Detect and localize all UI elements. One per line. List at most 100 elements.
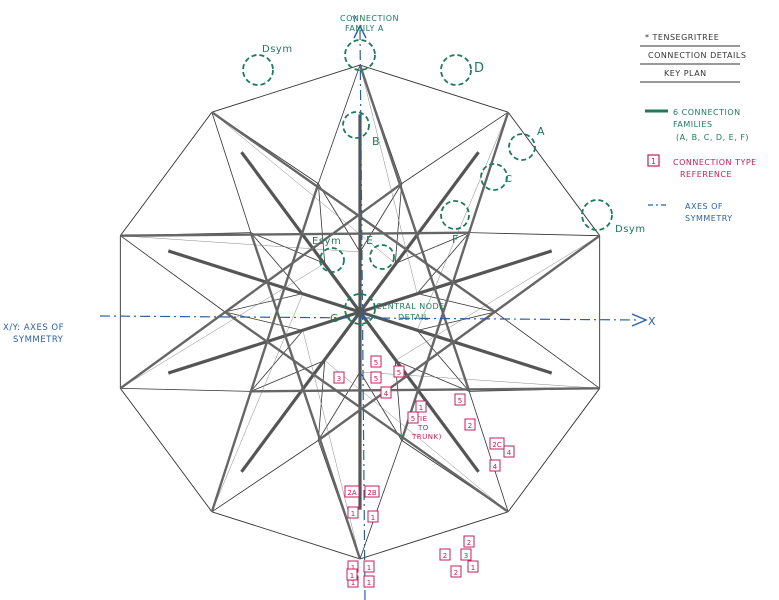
connection-type-tag: 1 xyxy=(351,510,355,518)
cable xyxy=(416,293,496,313)
cable xyxy=(250,330,304,392)
legend: 6 CONNECTION FAMILIES (A, B, C, D, E, F)… xyxy=(645,108,756,223)
perimeter-cable xyxy=(119,388,213,513)
connection-type-tag-box xyxy=(407,411,419,424)
legend-families-line2: FAMILIES xyxy=(673,120,713,129)
title-line2: CONNECTION DETAILS xyxy=(648,51,746,60)
connection-type-tag: 4 xyxy=(493,463,498,471)
legend-sym-line2: SYMMETRY xyxy=(685,214,733,223)
connection-type-tag-box xyxy=(415,400,427,413)
family-g-label: G xyxy=(330,312,339,325)
cable xyxy=(494,311,600,389)
family-d-circle xyxy=(440,54,472,86)
cable xyxy=(317,360,326,441)
connection-type-tag: 1 xyxy=(351,564,355,572)
connection-type-tag-box xyxy=(454,393,466,406)
compression-struts xyxy=(119,64,601,560)
strut xyxy=(167,249,361,314)
cable xyxy=(359,440,403,560)
connection-type-tag: 4 xyxy=(384,390,389,398)
family-dsym-right-label: Dsym xyxy=(615,224,646,235)
connection-type-tag: 2 xyxy=(443,552,447,560)
cable xyxy=(250,232,304,294)
cable xyxy=(394,183,403,264)
strut xyxy=(167,310,361,375)
x-axis-label: X xyxy=(648,315,656,328)
perimeter-cable xyxy=(507,388,601,513)
strut xyxy=(224,311,509,513)
perimeter-cable xyxy=(359,64,509,113)
axes-note-line2: SYMMETRY xyxy=(13,335,64,345)
light-cable xyxy=(211,112,396,264)
cable xyxy=(120,235,226,313)
strut xyxy=(359,249,553,314)
cable xyxy=(250,232,325,264)
family-esym-label: Esym xyxy=(312,236,341,247)
connection-type-tag: 2A xyxy=(347,489,356,497)
perimeter-cable xyxy=(211,511,361,560)
light-cable xyxy=(120,235,361,253)
connection-type-tag-box xyxy=(463,535,475,548)
connection-type-tag: 1 xyxy=(350,572,354,580)
central-node-label-line1: CENTRAL NODE xyxy=(376,302,445,311)
connection-type-tag-box xyxy=(467,560,479,573)
cable xyxy=(120,387,251,392)
light-cable xyxy=(211,293,304,512)
strut xyxy=(211,111,496,313)
family-c-circle xyxy=(480,163,508,191)
connection-type-tag: 5 xyxy=(374,359,378,367)
legend-families-line1: 6 CONNECTION xyxy=(673,108,741,117)
connection-type-tag-box xyxy=(367,510,379,523)
strut xyxy=(250,387,600,393)
family-e-label: E xyxy=(366,234,373,247)
cable xyxy=(395,360,470,392)
cable xyxy=(416,311,496,331)
light-cable xyxy=(120,263,325,389)
connection-type-tag: 1 xyxy=(351,579,355,587)
family-esym-circle xyxy=(319,247,345,273)
family-dsym-left-label: Dsym xyxy=(262,44,293,55)
family-e-circle xyxy=(369,244,395,270)
light-cable xyxy=(359,64,418,294)
connection-type-tag-box xyxy=(344,485,360,498)
family-a-right-label: A xyxy=(537,125,545,138)
cable xyxy=(317,64,361,184)
family-f-label: F xyxy=(452,233,459,246)
connection-type-tag: 5 xyxy=(397,369,401,377)
y-axis-line xyxy=(359,29,366,600)
perimeter-cable xyxy=(211,64,361,113)
family-a-right-circle xyxy=(508,133,536,161)
connection-type-tag: 1 xyxy=(371,514,375,522)
connection-type-tag-box xyxy=(347,506,359,519)
strut xyxy=(240,151,362,313)
strut xyxy=(400,111,510,441)
cable xyxy=(211,440,319,513)
connection-type-tag: 3 xyxy=(337,375,341,383)
cable xyxy=(401,111,509,184)
connection-type-tag-box xyxy=(393,365,405,378)
title-line3: KEY PLAN xyxy=(664,69,707,78)
cable xyxy=(416,232,470,294)
family-dsym-left-circle xyxy=(242,54,274,86)
central-node-circle xyxy=(344,293,376,325)
axes-note-line1: X/Y: AXES OF xyxy=(3,323,64,333)
connection-type-tag: 1 xyxy=(367,579,371,587)
cable xyxy=(317,183,361,253)
light-cable xyxy=(395,235,600,361)
cable xyxy=(250,360,325,392)
connection-type-tag: 2 xyxy=(454,569,458,577)
connection-type-tag-box xyxy=(370,371,382,384)
strut xyxy=(359,310,553,375)
legend-families-line3: (A, B, C, D, E, F) xyxy=(676,133,749,142)
connection-type-tag-box xyxy=(370,355,382,368)
note-line1: (TIE xyxy=(412,415,428,423)
legend-type-line2: REFERENCE xyxy=(680,170,732,179)
central-node-label-line2: DETAIL xyxy=(398,313,429,322)
y-axis-arrow-icon xyxy=(353,24,367,39)
strut xyxy=(119,182,403,390)
y-axis-label: Y xyxy=(351,15,357,24)
perimeter-cable xyxy=(359,511,509,560)
cable xyxy=(395,232,470,264)
connection-type-tag: 5 xyxy=(411,415,415,423)
